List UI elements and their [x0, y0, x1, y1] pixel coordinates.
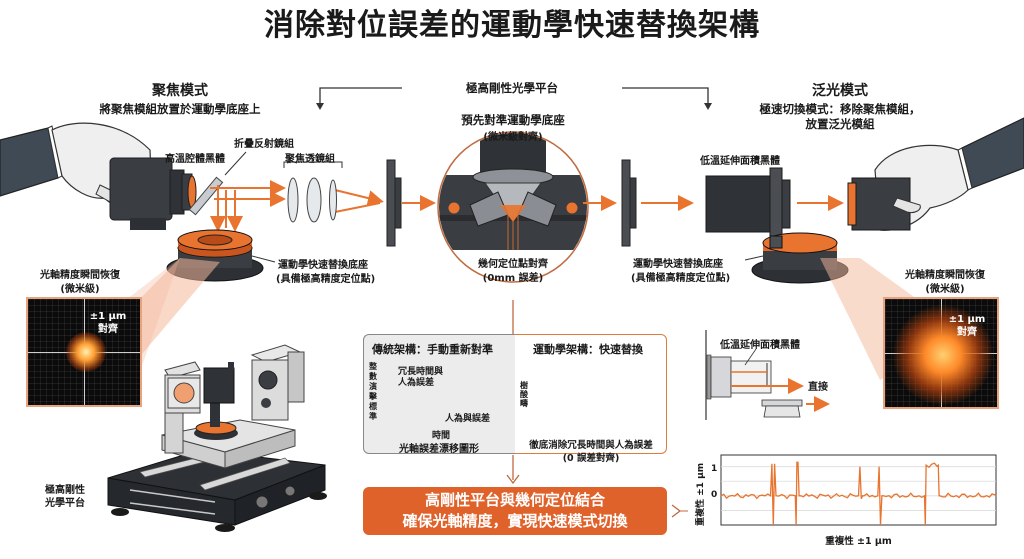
result-arrow: [671, 504, 682, 518]
right-recovery-sub: (微米級): [925, 284, 965, 295]
kinematic-caption-2: (0 誤差對齊): [562, 453, 620, 464]
focus-blackbody-label: 高溫腔體黑體: [165, 154, 225, 165]
left-spot-label-1: ±1 μm: [89, 311, 127, 322]
right-spot-label-2: 對齊: [957, 327, 977, 338]
left-recovery-title: 光軸精度瞬間恢復: [40, 270, 120, 281]
flood-blackbody-label: 低溫延伸面積黑體: [700, 156, 780, 167]
flood-mount-label-2: (具備極高精度定位點): [631, 273, 731, 284]
right-spot-label-1: ±1 μm: [948, 314, 986, 325]
center-mount-sub: (微米級對齊): [483, 132, 543, 143]
traditional-caption: 光軸誤差漂移圖形: [399, 444, 479, 455]
flood-blackbody-icon: [705, 167, 844, 247]
traditional-panel: [363, 334, 515, 454]
result-line-1: 高剛性平台與幾何定位結合: [424, 491, 605, 509]
platform-illus-label-1: 極高剛性: [45, 485, 85, 496]
focus-mount-label-1: 運動學快速替換底座: [278, 260, 368, 271]
center-mount-caption-2: (0mm 誤差): [482, 273, 544, 284]
platform-illus-label-2: 光學平台: [45, 498, 85, 509]
focus-lens-label: 聚焦透鏡組: [285, 154, 335, 165]
focus-beams: [210, 180, 384, 232]
traditional-ylabel: 整數演擊標準: [369, 362, 377, 421]
flood-mount-label-1: 運動學快速替換底座: [633, 259, 723, 270]
flood-mode-title: 泛光模式: [812, 83, 868, 99]
center-mount-caption-1: 幾何定位點對齊: [478, 259, 548, 270]
inset-direct-label: 直接: [808, 382, 828, 393]
platform-bracket: [316, 87, 712, 110]
result-line-2: 確保光軸精度，實現快速模式切換: [402, 512, 628, 530]
right-recovery-title: 光軸精度瞬間恢復: [905, 270, 985, 281]
kinematic-ylabel: 樹酸疇: [520, 381, 528, 408]
detector-plate-right-icon: [621, 159, 694, 247]
result-banner: 高剛性平台與幾何定位結合 確保光軸精度，實現快速模式切換: [363, 487, 667, 535]
fold-mirror-label: 折疊反射鏡組: [234, 139, 294, 150]
beam-spot-left: ±1 μm 對齊: [26, 297, 142, 407]
left-recovery-sub: (微米級): [60, 284, 100, 295]
platform-label: 極高剛性光學平台: [466, 81, 558, 95]
flood-mode-subtitle-1: 極速切換模式：移除聚焦模組，: [759, 102, 921, 116]
flood-inset-illustration: [705, 330, 830, 420]
traditional-annotation-2: 人為誤差: [398, 378, 435, 388]
flood-mode-subtitle-2: 放置泛光模組: [805, 117, 875, 131]
rep-chart-ytick-0: 0: [711, 490, 718, 500]
focus-mode-title: 聚焦模式: [152, 83, 208, 99]
kinematic-caption-1: 徹底消除冗長時間與人為誤差: [529, 440, 653, 451]
beam-spot-right: ±1 μm 對齊: [883, 297, 999, 409]
kinematic-panel: [515, 334, 667, 454]
fold-mirror-icon: [188, 151, 247, 216]
left-spot-label-2: 對齊: [98, 324, 118, 335]
rep-chart-ylabel: 重複性 ±1 μm: [696, 462, 706, 526]
kinematic-title: 運動學架構：快速替換: [533, 343, 643, 356]
detector-plate-left-icon: [386, 159, 436, 247]
repeatability-chart: [720, 454, 997, 526]
focus-mount-label-2: (具備極高精度定位點): [276, 274, 376, 285]
rep-chart-ytick-1: 1: [711, 464, 718, 474]
traditional-annotation-3: 人為與誤差: [445, 414, 491, 424]
traditional-title: 傳統架構：手動重新對準: [372, 343, 493, 356]
rep-chart-series-line: [720, 461, 997, 526]
traditional-annotation-1: 冗長時間與: [398, 367, 444, 377]
focus-blackbody-icon: [109, 157, 197, 230]
optical-platform-illustration: [107, 344, 327, 532]
rep-chart-xlabel: 重複性 ±1 μm: [825, 536, 892, 547]
traditional-xlabel: 時間: [432, 431, 451, 441]
inset-blackbody-label: 低溫延伸面積黑體: [720, 340, 800, 351]
center-mount-title: 預先對準運動學底座: [461, 113, 565, 127]
focus-mode-subtitle: 將聚焦模組放置於運動學底座上: [99, 102, 261, 116]
focus-lens-group-icon: [283, 158, 343, 223]
page-title: 消除對位誤差的運動學快速替換架構: [264, 8, 760, 43]
flood-module-icon: [847, 177, 921, 231]
kinematic-mount-detail-icon: [437, 131, 617, 283]
